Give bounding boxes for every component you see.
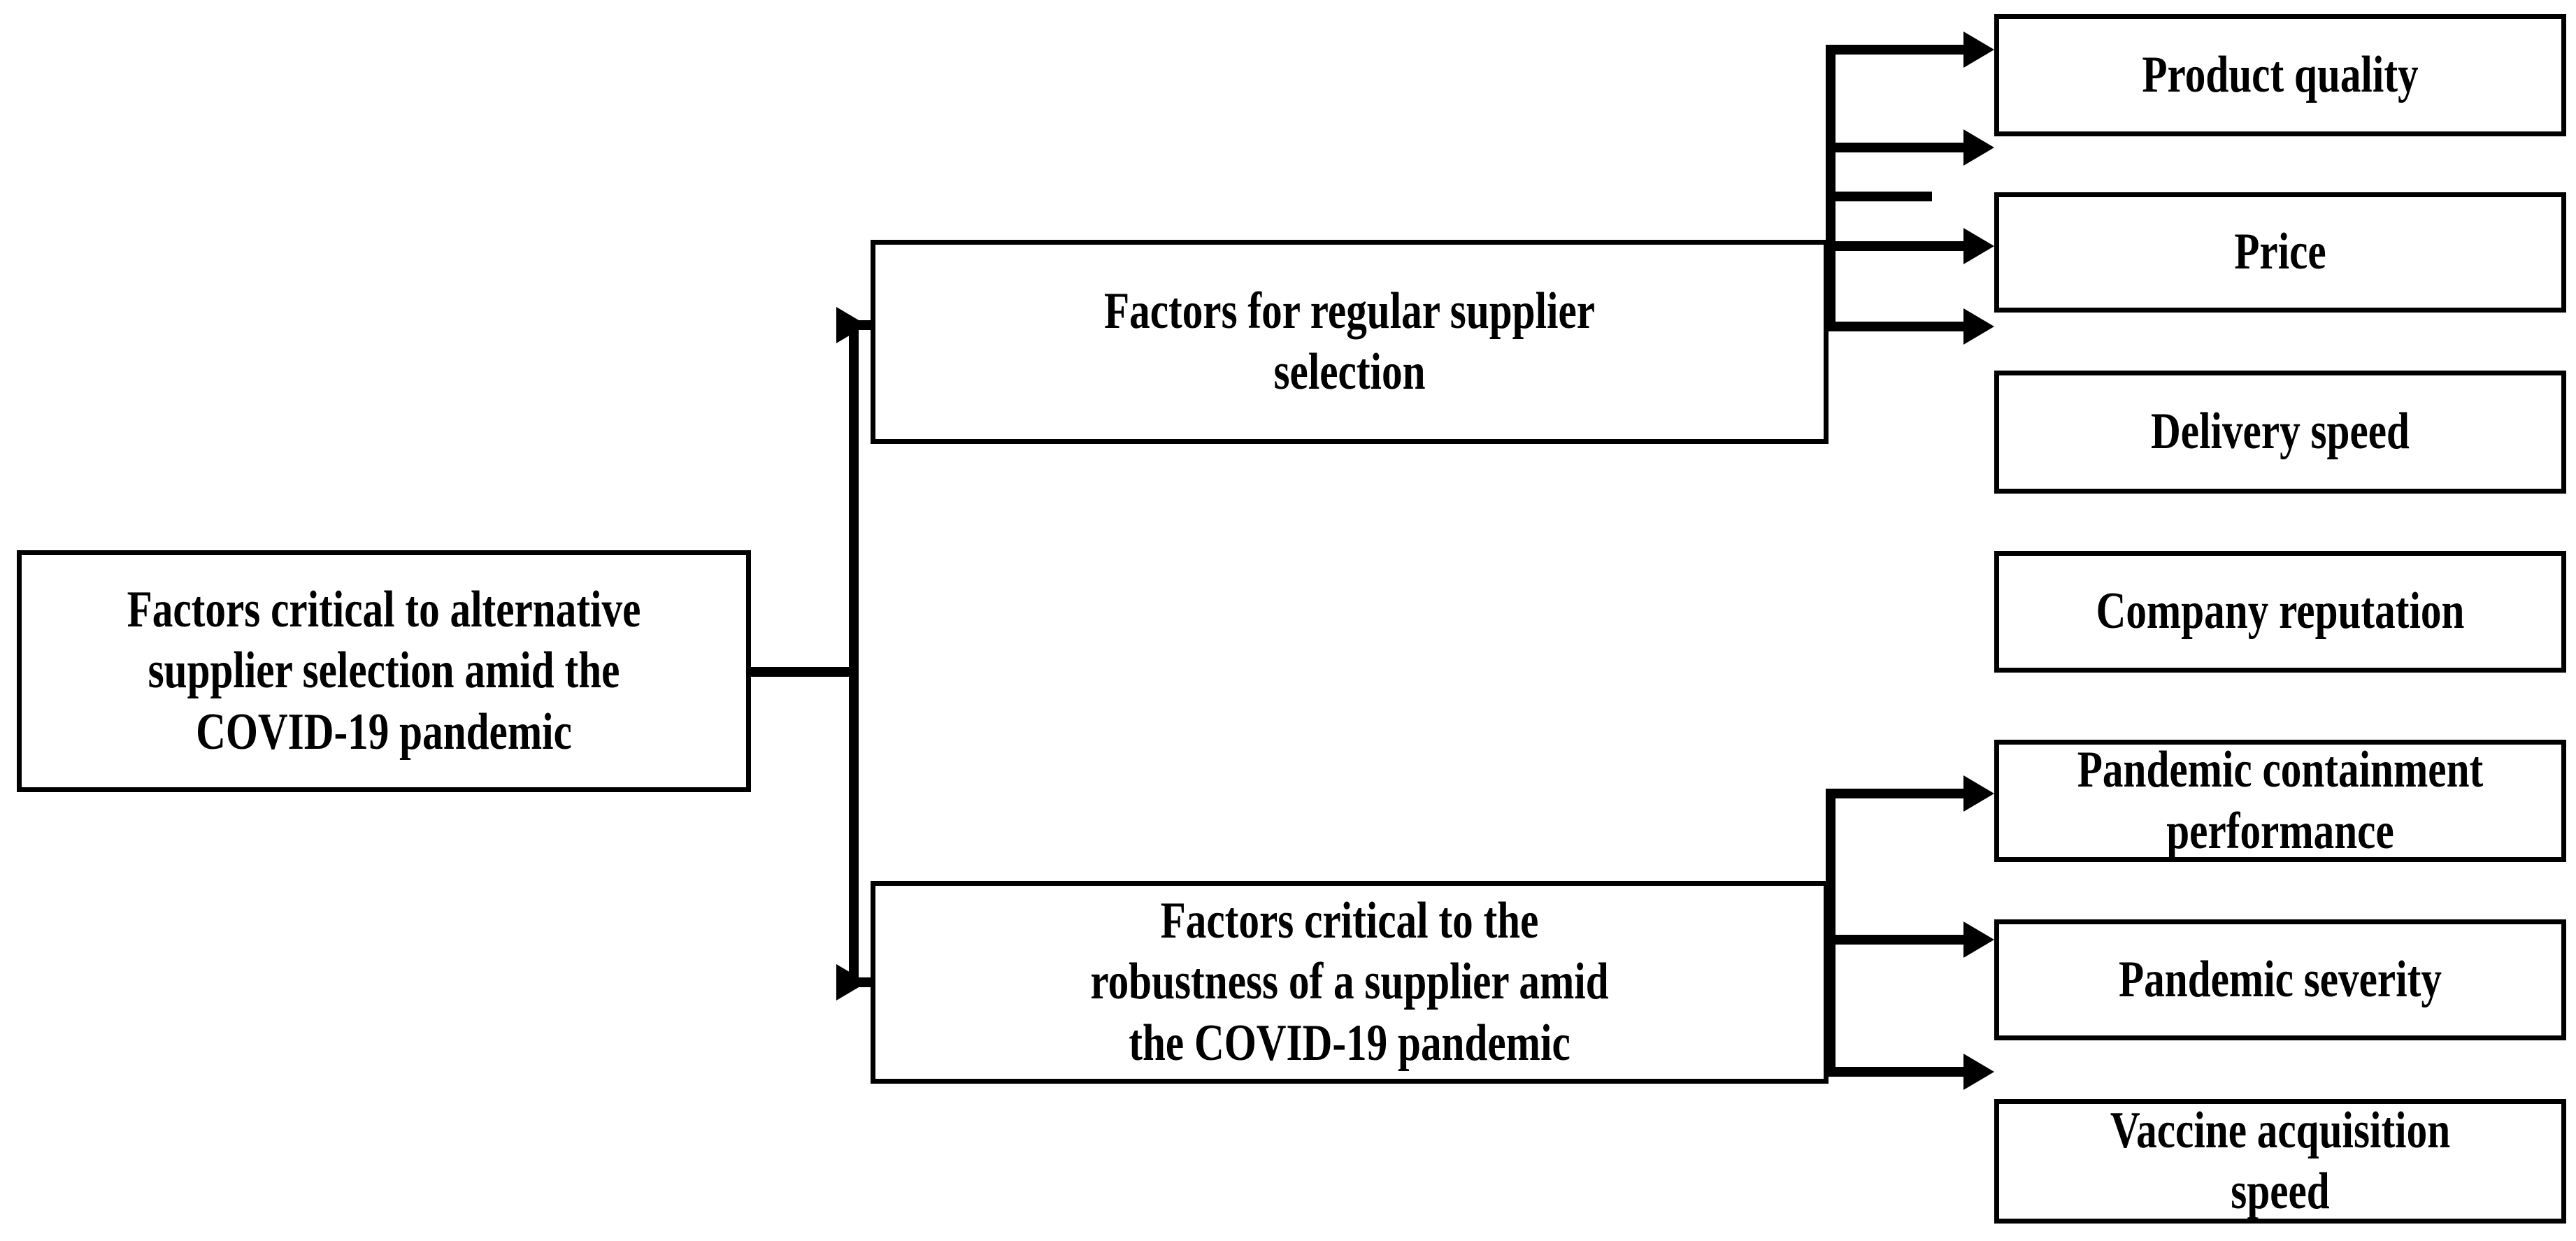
connector-to-price — [1826, 143, 1987, 152]
arrowhead-company-reputation — [1963, 308, 1994, 345]
node-root-label: Factors critical to alternative supplier… — [127, 581, 641, 761]
connector-to-company-reputation — [1826, 322, 1987, 331]
node-leaf-delivery-speed[interactable]: Delivery speed — [1994, 371, 2566, 494]
arrowhead-price — [1963, 129, 1994, 166]
node-leaf-vaccine-speed-label: Vaccine acquisition speed — [2110, 1101, 2451, 1220]
connector-regular-to-subtrunk — [1827, 192, 1932, 201]
node-leaf-company-reputation-label: Company reputation — [2096, 582, 2465, 640]
arrowhead-product-quality — [1963, 31, 1994, 68]
connector-to-delivery-speed — [1826, 241, 1987, 251]
node-branch-robustness-label: Factors critical to the robustness of a … — [1090, 892, 1609, 1072]
node-leaf-pandemic-severity[interactable]: Pandemic severity — [1994, 919, 2566, 1040]
node-leaf-company-reputation[interactable]: Company reputation — [1994, 551, 2566, 673]
connector-to-pandemic-severity — [1826, 935, 1987, 945]
arrowhead-pandemic-severity — [1963, 921, 1994, 958]
arrowhead-delivery-speed — [1963, 228, 1994, 264]
node-branch-robustness[interactable]: Factors critical to the robustness of a … — [871, 881, 1829, 1084]
connector-to-pandemic-containment — [1826, 789, 1987, 798]
node-leaf-product-quality[interactable]: Product quality — [1994, 14, 2566, 136]
node-branch-regular-label: Factors for regular supplier selection — [1103, 282, 1596, 401]
node-leaf-pandemic-containment[interactable]: Pandemic containment performance — [1994, 740, 2566, 862]
node-leaf-vaccine-speed[interactable]: Vaccine acquisition speed — [1994, 1099, 2566, 1224]
node-leaf-price-label: Price — [2234, 223, 2326, 281]
node-leaf-pandemic-severity-label: Pandemic severity — [2119, 950, 2442, 1008]
node-leaf-price[interactable]: Price — [1994, 192, 2566, 313]
arrowhead-vaccine-speed — [1963, 1054, 1994, 1090]
arrowhead-to-robustness — [836, 964, 867, 1000]
node-leaf-delivery-speed-label: Delivery speed — [2151, 403, 2410, 461]
arrowhead-to-regular — [836, 307, 867, 343]
connector-main-trunk — [849, 320, 859, 987]
node-leaf-product-quality-label: Product quality — [2142, 45, 2419, 103]
connector-to-product-quality — [1826, 45, 1987, 55]
connector-root-to-trunk — [748, 667, 854, 677]
arrowhead-pandemic-containment — [1963, 775, 1994, 812]
node-root[interactable]: Factors critical to alternative supplier… — [17, 550, 751, 792]
node-leaf-pandemic-containment-label: Pandemic containment performance — [2077, 741, 2484, 860]
node-branch-regular[interactable]: Factors for regular supplier selection — [871, 240, 1829, 444]
connector-to-vaccine-speed — [1826, 1067, 1987, 1077]
